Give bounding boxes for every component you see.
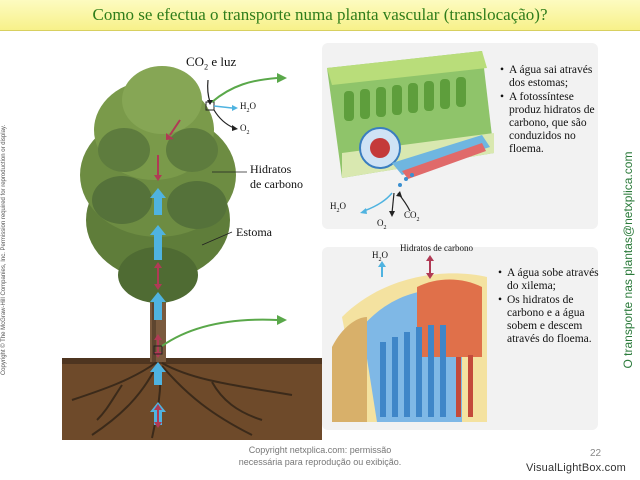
stem-bullet-1: A água sobe através do xilema; [498,267,602,293]
stem-callout-line [161,318,278,347]
tree-illustration [62,66,322,440]
leaf-cross-section [327,51,494,217]
slide-title: Como se efectua o transporte numa planta… [92,5,548,24]
slide-number: 22 [590,448,602,459]
tree-o2-label: O2 [240,123,250,136]
leaf-o2-label: O2 [377,218,387,231]
tree-stoma-label: Estoma [236,225,272,239]
side-copyright-text: Copyright © The McGraw-Hill Companies, I… [1,124,7,376]
side-brand: O transporte nas plantas@netxplica.com [618,150,638,370]
side-brand-text: O transporte nas plantas@netxplica.com [621,151,635,369]
stem-bullets: A água sobe através do xilema; Os hidrat… [498,267,602,347]
footer-copyright: Copyright netxplica.com: permissão neces… [238,445,402,467]
stem-carbs-label: Hidratos de carbono [400,243,473,253]
stem-highlight-box [153,345,163,355]
title-bar: Como se efectua o transporte numa planta… [0,0,640,31]
water-arrows [150,188,166,425]
stem-h2o-label: H2O [372,250,388,263]
side-copyright: Copyright © The McGraw-Hill Companies, I… [0,95,10,405]
leaf-h2o-label: H2O [330,201,346,214]
watermark: VisualLightBox.com [526,462,627,474]
stem-bullet-2: Os hidratos de carbono e a água sobem e … [498,294,602,346]
leaf-bullets: A água sai através dos estomas; A fotoss… [500,64,600,157]
tree-co2-label: CO2 e luz [186,54,237,72]
leaf-callout-line [211,77,278,103]
leaf-co2-label: CO2 [404,210,420,223]
leaf-bullet-1: A água sai através dos estomas; [500,64,600,90]
stem-cross-section [332,255,487,422]
tree-h2o-label: H2O [240,101,256,114]
leaf-bullet-2: A fotossíntese produz hidratos de carbon… [500,91,600,156]
